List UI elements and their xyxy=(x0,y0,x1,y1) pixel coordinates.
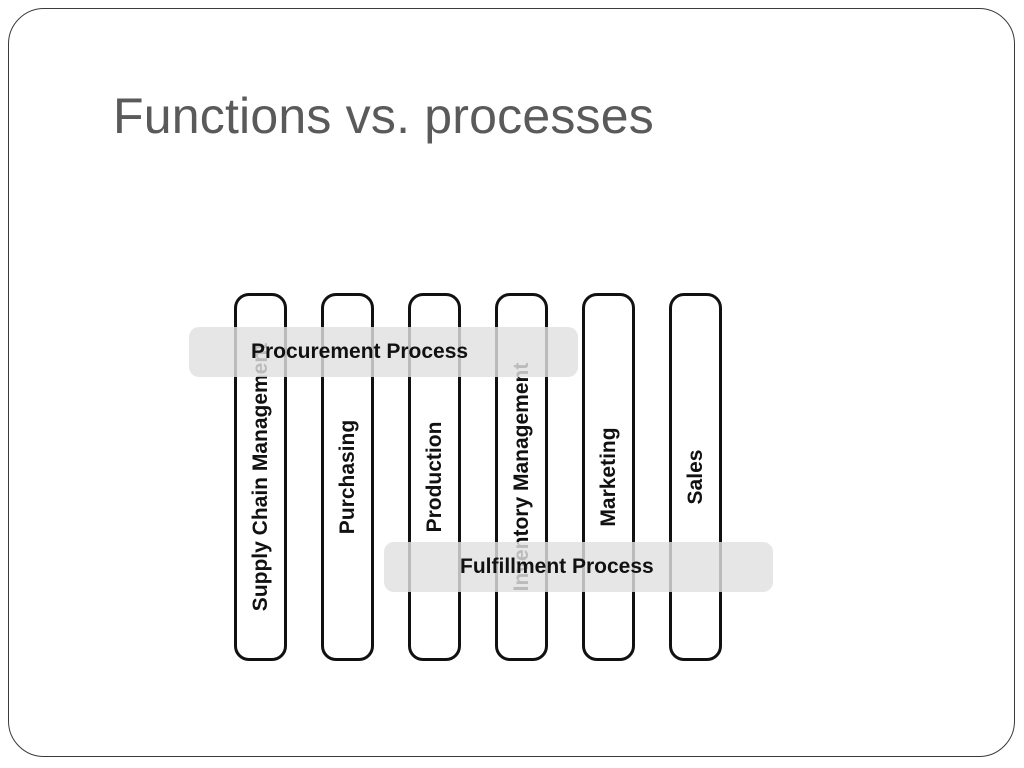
process-band-fulfillment: Fulfillment Process xyxy=(384,542,773,592)
function-label: Purchasing xyxy=(335,419,359,535)
function-label: Sales xyxy=(683,449,707,505)
slide-title: Functions vs. processes xyxy=(113,88,654,144)
slide-frame: Functions vs. processes Supply Chain Man… xyxy=(8,8,1015,757)
function-label: Production xyxy=(422,421,446,533)
process-band-procurement: Procurement Process xyxy=(189,327,578,377)
function-label: Marketing xyxy=(596,427,620,527)
function-column-sales: Sales xyxy=(669,293,722,661)
process-label: Procurement Process xyxy=(251,340,469,363)
function-label: Supply Chain Management xyxy=(248,342,272,612)
function-column-marketing: Marketing xyxy=(582,293,635,661)
process-label: Fulfillment Process xyxy=(460,555,654,578)
